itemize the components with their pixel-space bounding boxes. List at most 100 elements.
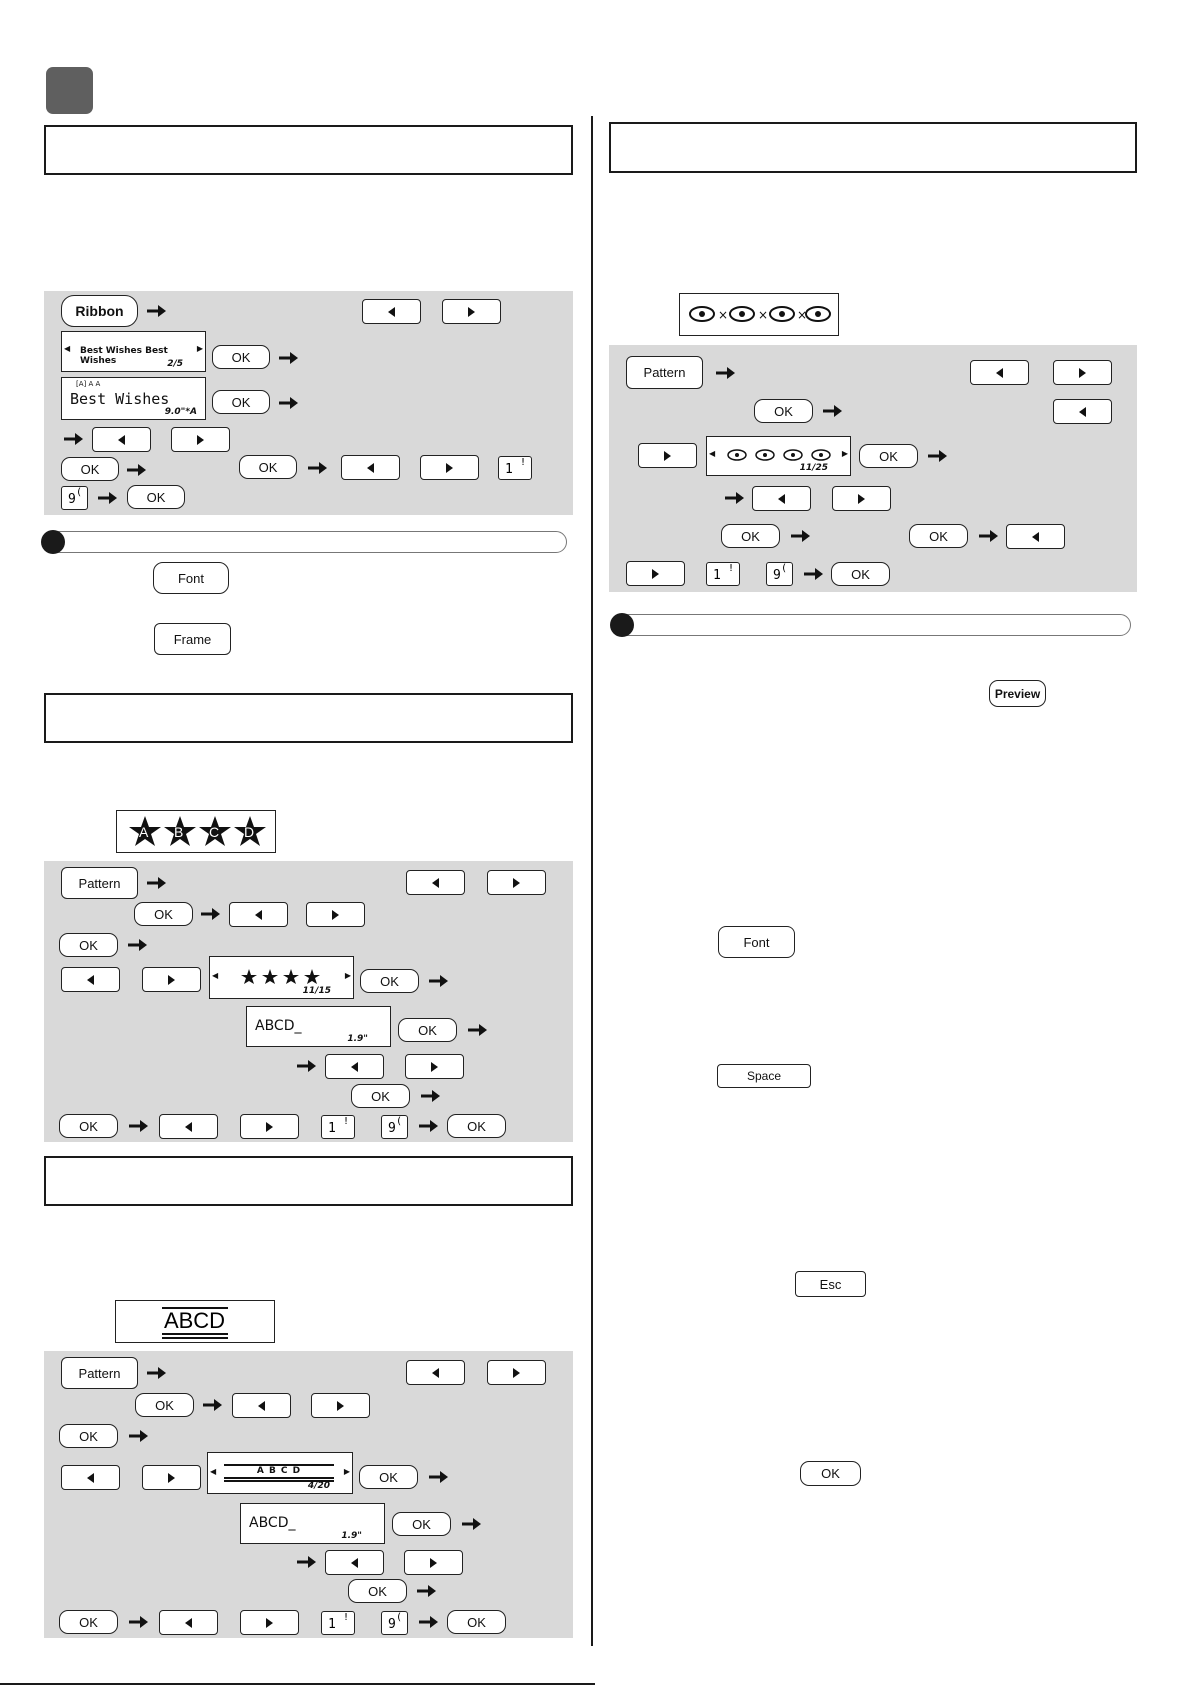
ok-button[interactable]: OK <box>212 390 270 414</box>
ok-label: OK <box>231 349 251 365</box>
star-letter: B <box>174 824 184 840</box>
left-key[interactable] <box>229 902 288 927</box>
left-key[interactable] <box>61 1465 120 1490</box>
ok-button[interactable]: OK <box>909 524 968 548</box>
left-key[interactable] <box>325 1054 384 1079</box>
triangle-right-icon <box>431 1061 438 1072</box>
right-key[interactable] <box>1053 360 1112 385</box>
key-1[interactable]: 1! <box>321 1115 355 1139</box>
right-key[interactable] <box>405 1054 464 1079</box>
ok-button[interactable]: OK <box>831 562 890 586</box>
sample-line-bottom-2 <box>162 1337 228 1339</box>
ok-button[interactable]: OK <box>61 457 119 481</box>
ok-button[interactable]: OK <box>59 1114 118 1138</box>
ok-button[interactable]: OK <box>398 1018 457 1042</box>
right-key[interactable] <box>240 1610 299 1635</box>
key-9[interactable]: 9( <box>61 486 88 510</box>
frame-button[interactable]: Frame <box>154 623 231 655</box>
arrow-right-icon <box>146 875 168 891</box>
ok-button[interactable]: OK <box>351 1084 410 1108</box>
space-button[interactable]: Space <box>717 1064 811 1088</box>
section-title-box-lines <box>44 1156 573 1206</box>
right-key[interactable] <box>240 1114 299 1139</box>
left-key[interactable] <box>970 360 1029 385</box>
ok-button[interactable]: OK <box>348 1579 407 1603</box>
ok-button[interactable]: OK <box>447 1610 506 1634</box>
right-key[interactable] <box>487 1360 546 1385</box>
right-key[interactable] <box>626 561 685 586</box>
font-button[interactable]: Font <box>153 562 229 594</box>
preview-button[interactable]: Preview <box>989 680 1046 707</box>
triangle-left-icon <box>87 974 94 985</box>
triangle-right-icon <box>468 306 475 317</box>
left-key[interactable] <box>232 1393 291 1418</box>
key-1[interactable]: 1! <box>321 1611 355 1635</box>
ok-button[interactable]: OK <box>447 1114 506 1138</box>
arrow-right-icon <box>715 365 737 381</box>
key-shift: ( <box>395 1116 402 1127</box>
left-key[interactable] <box>1006 524 1065 549</box>
lcd-entered-text: ABCD_ <box>249 1515 296 1531</box>
right-key[interactable] <box>171 427 230 452</box>
left-key[interactable] <box>159 1610 218 1635</box>
right-key[interactable] <box>832 486 891 511</box>
left-key[interactable] <box>406 870 465 895</box>
ok-button[interactable]: OK <box>59 1610 118 1634</box>
right-key[interactable] <box>638 443 697 468</box>
left-key[interactable] <box>752 486 811 511</box>
pattern-button[interactable]: Pattern <box>61 867 138 899</box>
font-button[interactable]: Font <box>718 926 795 958</box>
ok-button[interactable]: OK <box>800 1461 861 1486</box>
ok-button[interactable]: OK <box>134 902 193 926</box>
ok-button[interactable]: OK <box>360 969 419 993</box>
key-main: 1 <box>328 1121 336 1136</box>
font-button-label: Font <box>177 570 204 586</box>
key-9[interactable]: 9( <box>766 562 793 586</box>
key-9[interactable]: 9( <box>381 1115 408 1139</box>
ok-label: OK <box>879 448 898 464</box>
right-key[interactable] <box>442 299 501 324</box>
right-key[interactable] <box>142 967 201 992</box>
left-key[interactable] <box>159 1114 218 1139</box>
pattern-button[interactable]: Pattern <box>61 1357 138 1389</box>
esc-button[interactable]: Esc <box>795 1271 866 1297</box>
arrow-right-icon <box>63 431 85 447</box>
ok-button[interactable]: OK <box>754 399 813 423</box>
ok-button[interactable]: OK <box>59 933 118 957</box>
ok-button[interactable]: OK <box>127 485 185 509</box>
ok-button[interactable]: OK <box>859 444 918 468</box>
ok-label: OK <box>371 1088 390 1104</box>
key-1[interactable]: 1! <box>498 456 532 480</box>
right-key[interactable] <box>311 1393 370 1418</box>
ok-button[interactable]: OK <box>212 345 270 369</box>
left-key[interactable] <box>406 1360 465 1385</box>
right-key[interactable] <box>487 870 546 895</box>
ok-button[interactable]: OK <box>359 1465 418 1489</box>
ok-button[interactable]: OK <box>239 455 297 479</box>
triangle-right-icon <box>266 1121 273 1132</box>
left-key[interactable] <box>341 455 400 480</box>
ok-button[interactable]: OK <box>392 1512 451 1536</box>
right-key[interactable] <box>142 1465 201 1490</box>
lines-steps-panel: Pattern OK OK ◀ A B C D ▶ 4/20 OK ABCD_ … <box>44 1351 573 1638</box>
ok-button[interactable]: OK <box>721 524 780 548</box>
left-key[interactable] <box>92 427 151 452</box>
ribbon-button[interactable]: Ribbon <box>61 295 138 327</box>
left-key[interactable] <box>362 299 421 324</box>
lcd-left-arrow: ◀ <box>64 344 71 353</box>
ok-button[interactable]: OK <box>59 1424 118 1448</box>
triangle-right-icon <box>197 434 204 445</box>
right-key[interactable] <box>404 1550 463 1575</box>
note-dot <box>610 613 634 637</box>
left-key[interactable] <box>325 1550 384 1575</box>
left-key[interactable] <box>1053 399 1112 424</box>
arrow-right-icon <box>278 350 300 366</box>
note-bar <box>610 613 1131 637</box>
ok-button[interactable]: OK <box>135 1393 194 1417</box>
key-1[interactable]: 1! <box>706 562 740 586</box>
pattern-button[interactable]: Pattern <box>626 356 703 389</box>
right-key[interactable] <box>420 455 479 480</box>
right-key[interactable] <box>306 902 365 927</box>
key-9[interactable]: 9( <box>381 1611 408 1635</box>
left-key[interactable] <box>61 967 120 992</box>
